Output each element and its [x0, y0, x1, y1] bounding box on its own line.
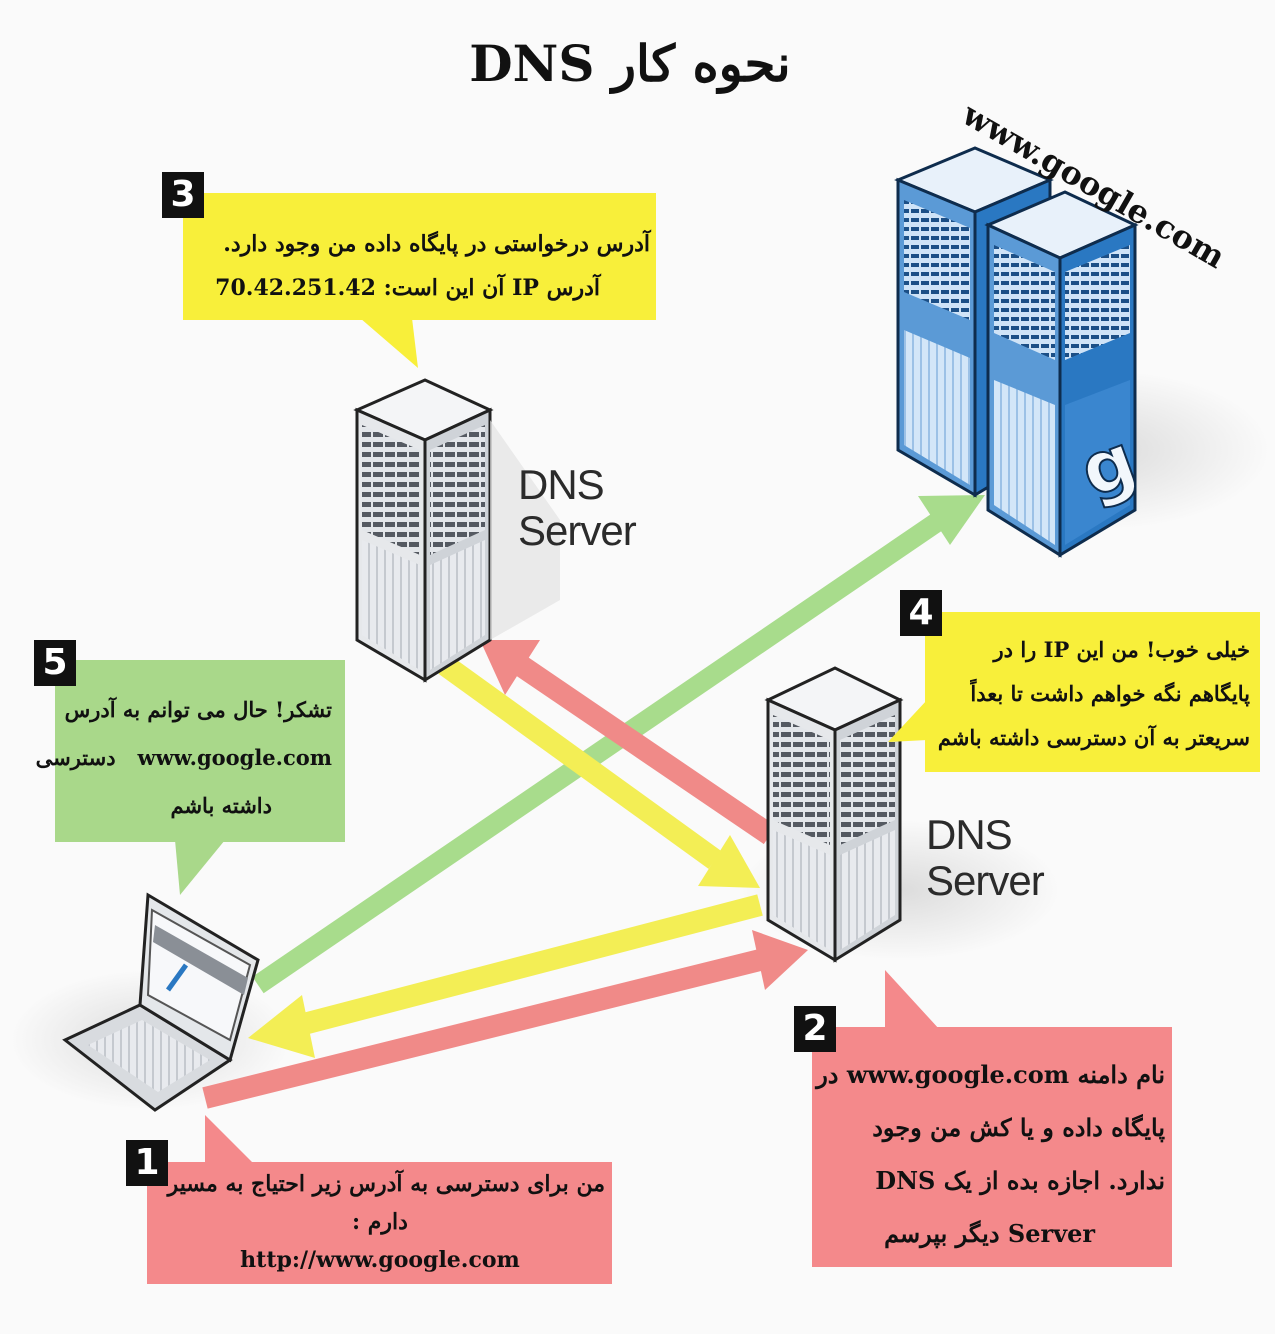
step-badge-3: 3	[162, 172, 204, 218]
step-3-line-1: آدرس درخواستی در پایگاه داده من وجود دار…	[223, 231, 650, 257]
bubble-1-bg	[147, 1162, 612, 1284]
laptop-cursor-arrow	[165, 963, 189, 992]
step-5-line-2: www.google.com دسترسی	[35, 745, 332, 770]
step-2-line-2: پایگاه داده و یا کش من وجود	[872, 1113, 1165, 1142]
bubble-2-tail	[885, 970, 940, 1030]
step-1-line-3: http://www.google.com	[240, 1247, 520, 1273]
dns-server-right[interactable]	[764, 666, 904, 963]
web-server[interactable]: g	[894, 146, 1148, 558]
dns-server-top[interactable]	[353, 378, 560, 683]
bubble-1-tail	[205, 1115, 255, 1165]
step-4-line-3: سریعتر به آن دسترسی داشته باشم	[937, 725, 1250, 750]
bubble-4-tail	[888, 700, 927, 742]
step-4-line-1: خیلی خوب! من این IP را در	[993, 637, 1250, 662]
arrow-dns-right-to-dns-top	[480, 640, 777, 845]
step-2-text: نام دامنه www.google.com در پایگاه داده …	[816, 1048, 1165, 1260]
step-3-text: آدرس درخواستی در پایگاه داده من وجود دار…	[190, 222, 650, 310]
arrow-laptop-to-dns-right	[202, 930, 808, 1109]
step-1-text: من برای دسترسی به آدرس زیر احتیاج به مسی…	[155, 1165, 605, 1279]
step-3-line-2: آدرس IP آن این است: 70.42.251.42	[215, 275, 600, 301]
dns-server-top-label: DNS Server	[518, 461, 637, 554]
step-2-line-4: Server دیگر بپرسم	[884, 1219, 1095, 1248]
step-2-line-1: نام دامنه www.google.com در	[816, 1060, 1165, 1089]
bubble-4-bg	[925, 612, 1260, 772]
step-5-line-1: تشکر! حال می توانم به آدرس	[64, 697, 332, 722]
step-1-line-1: من برای دسترسی به آدرس زیر احتیاج به مسی…	[167, 1171, 605, 1197]
arrow-laptop-to-webserver	[252, 495, 985, 994]
step-5-text: تشکر! حال می توانم به آدرس www.google.co…	[35, 686, 332, 830]
arrow-dns-right-to-laptop	[248, 894, 763, 1058]
step-badge-2: 2	[794, 1006, 836, 1052]
bubble-2-bg	[812, 1027, 1172, 1267]
step-2-line-3: ندارد. اجازه بده از یک DNS	[875, 1166, 1165, 1195]
step-5-line-3: داشته باشم	[170, 793, 272, 818]
dns-server-right-label-line1: DNS	[926, 811, 1013, 858]
web-server-logo: g	[1069, 417, 1146, 514]
dns-server-top-label-line2: Server	[518, 507, 637, 554]
bubble-5-bg	[55, 660, 345, 842]
page-title: نحوه کار DNS	[469, 34, 791, 93]
laptop-client[interactable]	[62, 892, 260, 1112]
dns-server-top-label-line1: DNS	[518, 461, 605, 508]
dns-server-right-label-line2: Server	[926, 857, 1045, 904]
step-badge-1: 1	[126, 1140, 168, 1186]
step-4-line-2: پایگاهم نگه خواهم داشت تا بعداً	[970, 681, 1250, 706]
bubble-3-tail	[360, 318, 418, 368]
step-4-text: خیلی خوب! من این IP را در پایگاهم نگه خو…	[935, 628, 1250, 760]
arrow-dns-top-to-dns-right	[438, 656, 760, 888]
dns-server-right-label: DNS Server	[926, 811, 1045, 904]
bubble-5-tail	[175, 840, 225, 895]
step-badge-5: 5	[34, 640, 76, 686]
bubble-3-bg	[183, 193, 656, 320]
step-badge-4: 4	[900, 590, 942, 636]
step-1-line-2: دارم :	[352, 1209, 408, 1235]
